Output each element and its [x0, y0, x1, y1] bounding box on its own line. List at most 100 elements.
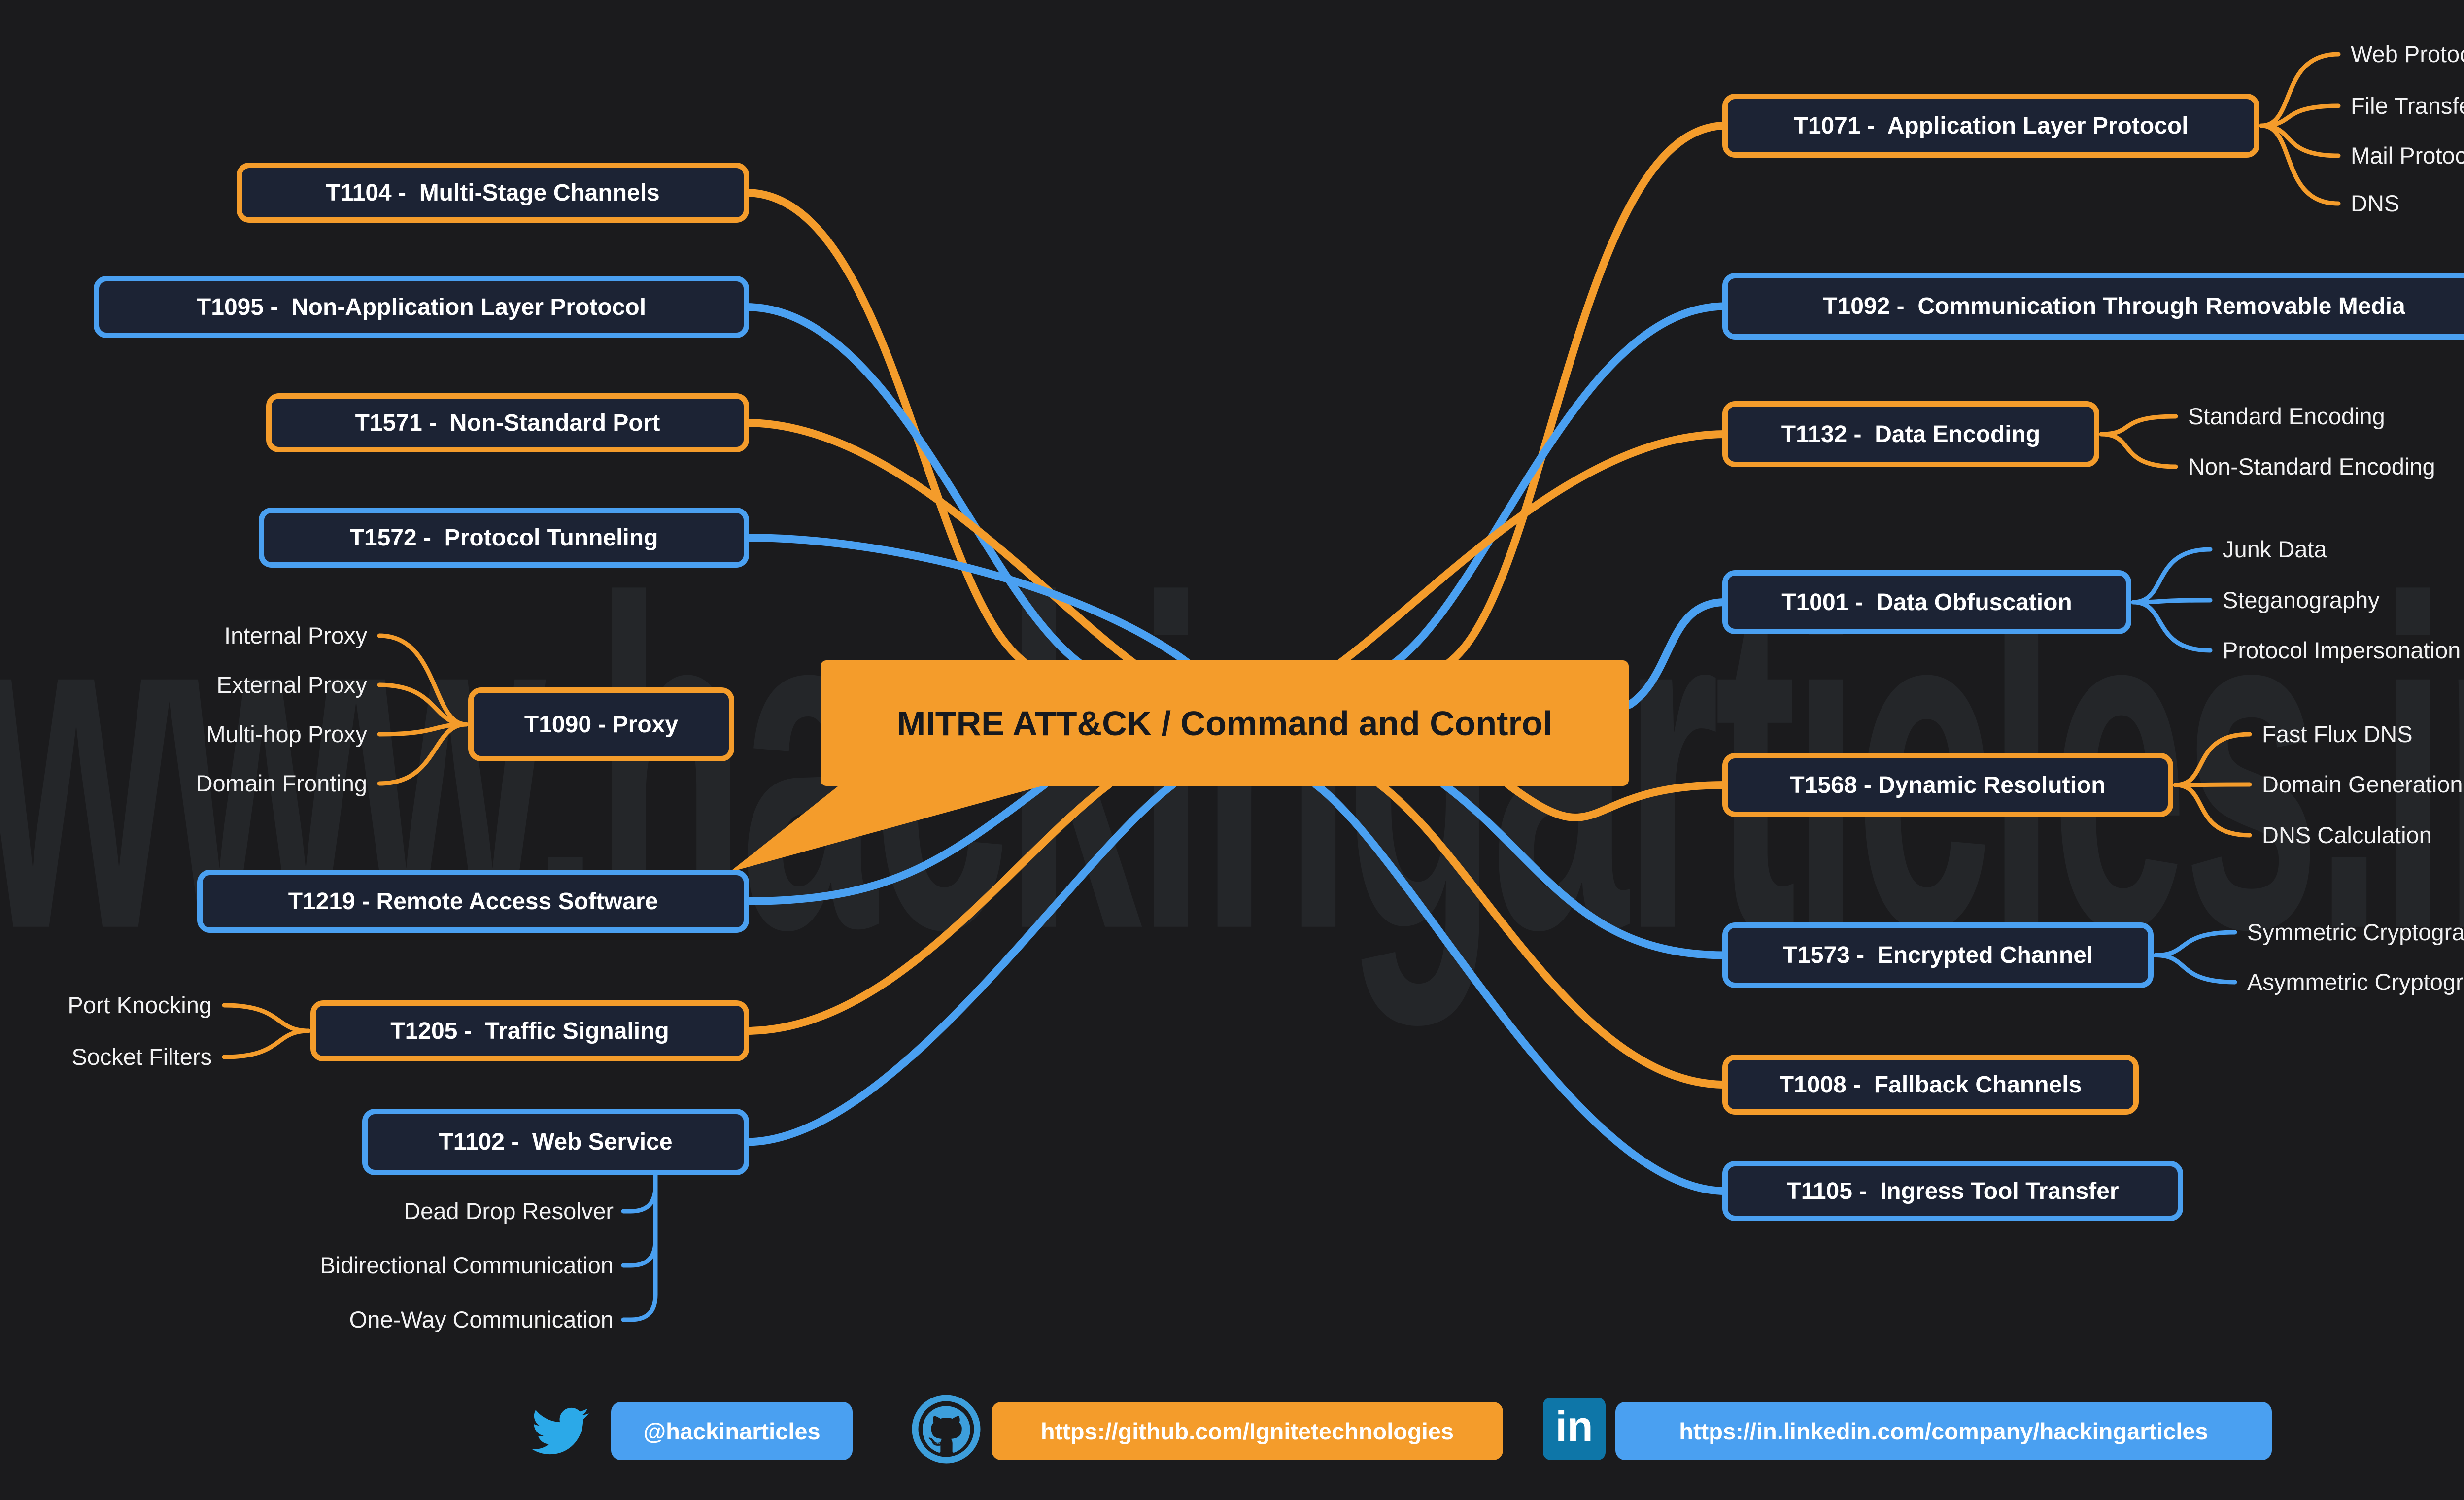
node-t1071[interactable]: T1071 - Application Layer Protocol [1722, 94, 2259, 158]
subtechnique-t1071-0[interactable]: Web Protocols [2351, 41, 2464, 67]
twitter-handle-button[interactable]: @hackinarticles [611, 1402, 853, 1460]
subtechnique-t1205-1[interactable]: Socket Filters [71, 1044, 212, 1070]
node-t1132[interactable]: T1132 - Data Encoding [1722, 401, 2099, 467]
node-t1219[interactable]: T1219 - Remote Access Software [197, 870, 749, 933]
subtechnique-t1001-1[interactable]: Steganography [2223, 587, 2380, 613]
connector-t1104 [742, 189, 1029, 667]
connector-t1102 [742, 781, 1177, 1146]
subtechnique-t1001-0[interactable]: Junk Data [2223, 536, 2327, 562]
connector-t1132 [1336, 430, 1729, 667]
child-connector-t1071-3 [2259, 123, 2341, 206]
child-connector-t1090-3 [377, 722, 469, 786]
child-connector-t1090-0 [377, 633, 469, 727]
subtechnique-t1102-0[interactable]: Dead Drop Resolver [404, 1198, 614, 1224]
node-label-t1105: T1105 - Ingress Tool Transfer [1786, 1178, 2119, 1204]
node-t1102[interactable]: T1102 - Web Service [362, 1109, 749, 1175]
twitter-bird-icon[interactable] [525, 1402, 595, 1460]
connector-t1219 [742, 781, 1049, 905]
subtechnique-t1102-2[interactable]: One-Way Communication [349, 1306, 614, 1332]
central-topic-label: MITRE ATT&CK / Command and Control [897, 704, 1552, 743]
child-connector-t1001-1 [2131, 598, 2213, 605]
node-label-t1568: T1568 - Dynamic Resolution [1790, 772, 2106, 798]
subtechnique-t1090-1[interactable]: External Proxy [216, 672, 367, 698]
connector-t1095 [742, 303, 1083, 667]
linkedin-url-button[interactable]: https://in.linkedin.com/company/hackinga… [1615, 1402, 2272, 1460]
node-label-t1573: T1573 - Encrypted Channel [1782, 942, 2093, 968]
child-connector-t1205-0 [222, 1003, 311, 1033]
child-connector-t1071-0 [2259, 52, 2341, 128]
github-url-label: https://github.com/Ignitetechnologies [1040, 1418, 1454, 1444]
child-connector-t1568-0 [2173, 732, 2252, 787]
connector-t1008 [1376, 781, 1729, 1089]
node-label-t1008: T1008 - Fallback Channels [1779, 1071, 2082, 1098]
node-label-t1571: T1571 - Non-Standard Port [355, 409, 660, 436]
connector-t1568 [1504, 781, 1729, 821]
node-t1573[interactable]: T1573 - Encrypted Channel [1722, 922, 2154, 988]
subtechnique-t1568-1[interactable]: Domain Generation Algorithms [2262, 771, 2463, 797]
node-t1104[interactable]: T1104 - Multi-Stage Channels [237, 163, 749, 223]
github-url-button[interactable]: https://github.com/Ignitetechnologies [992, 1402, 1503, 1460]
subtechnique-t1071-2[interactable]: Mail Protocols [2351, 142, 2464, 169]
node-t1105[interactable]: T1105 - Ingress Tool Transfer [1722, 1161, 2183, 1221]
subtechnique-t1132-1[interactable]: Non-Standard Encoding [2188, 453, 2435, 479]
subtechnique-t1071-1[interactable]: File Transfer Protocols [2351, 93, 2464, 119]
linkedin-icon-glyph: in [1555, 1403, 1593, 1450]
node-t1008[interactable]: T1008 - Fallback Channels [1722, 1055, 2139, 1115]
node-t1001[interactable]: T1001 - Data Obfuscation [1722, 570, 2131, 634]
subtechnique-t1205-0[interactable]: Port Knocking [68, 992, 212, 1018]
node-label-t1090: T1090 - Proxy [524, 711, 679, 738]
twitter-handle-label: @hackinarticles [643, 1418, 821, 1444]
node-label-t1102: T1102 - Web Service [439, 1129, 673, 1155]
child-connector-t1090-1 [377, 682, 469, 727]
subtechnique-t1573-0[interactable]: Symmetric Cryptography [2247, 919, 2464, 945]
subtechnique-t1001-2[interactable]: Protocol Impersonation [2223, 637, 2461, 663]
connector-t1572 [742, 534, 1192, 667]
node-label-t1219: T1219 - Remote Access Software [288, 888, 658, 915]
connector-t1092 [1391, 302, 1729, 667]
node-t1205[interactable]: T1205 - Traffic Signaling [310, 1000, 749, 1061]
node-label-t1092: T1092 - Communication Through Removable … [1823, 293, 2405, 319]
subtechnique-t1573-1[interactable]: Asymmetric Cryptography [2247, 969, 2464, 995]
node-label-t1205: T1205 - Traffic Signaling [390, 1018, 669, 1044]
child-connector-t1001-0 [2131, 547, 2213, 605]
child-connector-t1568-2 [2173, 783, 2252, 838]
node-t1568[interactable]: T1568 - Dynamic Resolution [1722, 753, 2173, 817]
subtechnique-t1071-3[interactable]: DNS [2351, 190, 2400, 216]
node-t1571[interactable]: T1571 - Non-Standard Port [266, 393, 749, 452]
child-connector-t1102-2 [621, 1173, 658, 1322]
node-t1572[interactable]: T1572 - Protocol Tunneling [259, 508, 749, 568]
connector-t1571 [742, 419, 1137, 667]
child-connector-t1132-1 [2099, 432, 2178, 469]
child-connector-t1001-2 [2131, 600, 2213, 653]
child-connector-t1568-1 [2173, 782, 2252, 787]
subtechnique-t1090-3[interactable]: Domain Fronting [196, 770, 367, 796]
linkedin-url-label: https://in.linkedin.com/company/hackinga… [1679, 1418, 2208, 1444]
node-t1095[interactable]: T1095 - Non-Application Layer Protocol [94, 276, 749, 338]
child-connector-t1132-0 [2099, 414, 2178, 437]
github-octocat-icon[interactable] [911, 1394, 982, 1465]
subtechnique-t1132-0[interactable]: Standard Encoding [2188, 403, 2385, 429]
node-label-t1572: T1572 - Protocol Tunneling [349, 524, 658, 551]
center-node-tail [729, 783, 1055, 872]
linkedin-icon[interactable]: in [1543, 1398, 1606, 1460]
child-connector-t1205-1 [222, 1028, 311, 1059]
subtechnique-t1102-1[interactable]: Bidirectional Communication [320, 1252, 614, 1278]
subtechnique-t1090-2[interactable]: Multi-hop Proxy [206, 721, 368, 747]
node-label-t1104: T1104 - Multi-Stage Channels [326, 179, 660, 206]
child-connector-t1573-1 [2153, 953, 2237, 985]
child-connector-t1102-0 [621, 1173, 658, 1214]
connector-t1105 [1312, 781, 1729, 1195]
node-t1090[interactable]: T1090 - Proxy [468, 687, 734, 761]
connector-t1205 [742, 781, 1113, 1035]
connector-t1573 [1440, 781, 1729, 959]
node-label-t1095: T1095 - Non-Application Layer Protocol [196, 294, 647, 320]
node-label-t1071: T1071 - Application Layer Protocol [1793, 112, 2189, 139]
node-t1092[interactable]: T1092 - Communication Through Removable … [1722, 273, 2464, 340]
subtechnique-t1090-0[interactable]: Internal Proxy [224, 622, 367, 648]
subtechnique-t1568-2[interactable]: DNS Calculation [2262, 822, 2432, 848]
connector-t1001 [1626, 598, 1729, 709]
subtechnique-t1568-0[interactable]: Fast Flux DNS [2262, 721, 2413, 747]
central-topic-node[interactable]: MITRE ATT&CK / Command and Control [821, 660, 1629, 786]
